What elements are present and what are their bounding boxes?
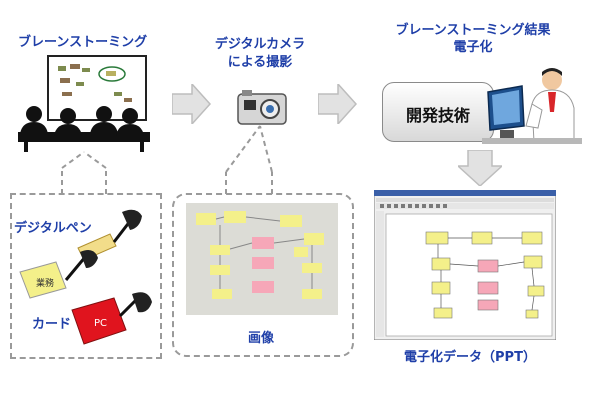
- person-at-computer-icon: [482, 68, 582, 144]
- pens-and-cards: 業務 PC: [19, 209, 152, 345]
- card-note-pc: PC: [94, 318, 107, 329]
- card-label: カード: [32, 317, 72, 332]
- camera-icon: [237, 90, 287, 125]
- card-note-gyomu: 業務: [36, 277, 54, 289]
- digital-pen-icon-3: [118, 292, 152, 318]
- brainstorming-label: ブレーンストーミング: [18, 35, 148, 50]
- result-label-line1: ブレーンストーミング結果: [395, 23, 551, 38]
- arrow-right-1: [172, 84, 212, 124]
- output-label: 電子化データ（PPT）: [404, 350, 536, 365]
- image-connector: [225, 125, 273, 194]
- digital-pen-label: デジタルペン: [14, 221, 92, 236]
- camera-label-line2: による撮影: [227, 55, 293, 70]
- dev-tech-box: 開発技術: [382, 82, 494, 142]
- arrow-down: [458, 150, 502, 186]
- arrow-right-2: [318, 84, 358, 124]
- camera-label-line1: デジタルカメラ: [214, 37, 306, 52]
- ppt-screenshot: [374, 190, 556, 340]
- photo-image: [186, 203, 338, 315]
- digital-pen-icon-2: [64, 250, 98, 281]
- card-red: PC: [71, 297, 127, 345]
- image-dashed-box: [172, 193, 354, 357]
- tools-dashed-box: [10, 193, 162, 359]
- meeting-illustration: [18, 55, 150, 152]
- sticky-card-yellow: 業務: [19, 261, 67, 299]
- image-label: 画像: [247, 331, 274, 346]
- result-label-line2: 電子化: [453, 40, 493, 55]
- tools-connector: [61, 151, 107, 194]
- dev-tech-label: 開発技術: [405, 106, 470, 125]
